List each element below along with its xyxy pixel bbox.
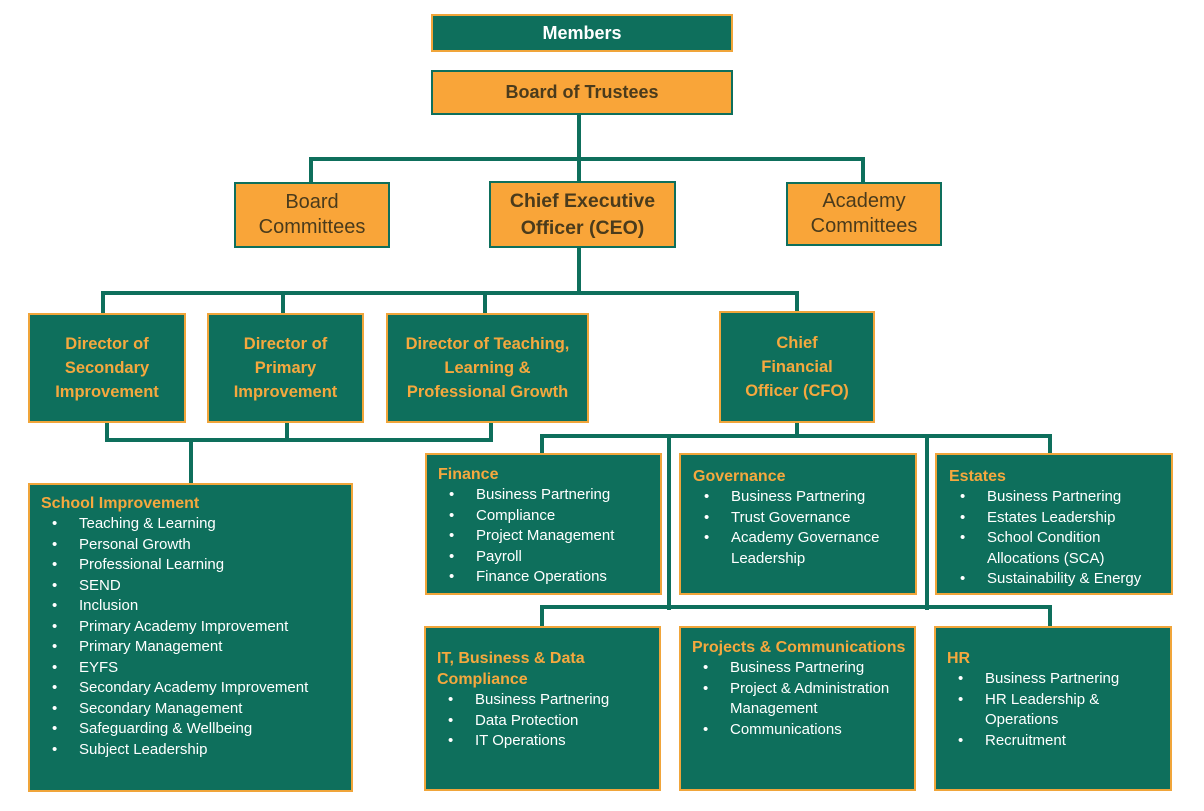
board-committees-box: Board Committees [234,182,390,248]
list-item: Business Partnering [449,485,660,506]
it-compliance-title: IT, Business & Data Compliance [437,650,585,688]
it-compliance-box: IT, Business & Data Compliance Business … [424,626,661,791]
finance-title: Finance [438,466,499,483]
ceo-box: Chief Executive Officer (CEO) [489,181,676,248]
hr-box: HR Business PartneringHR Leadership & Op… [934,626,1172,791]
hr-title: HR [947,650,971,667]
list-item: Inclusion [52,596,351,617]
estates-title: Estates [949,468,1006,485]
estates-box: Estates Business PartneringEstates Leade… [935,453,1173,595]
list-item: Business Partnering [960,487,1171,508]
list-item: School Condition Allocations (SCA) [960,528,1171,569]
list-item: Academy Governance Leadership [704,528,915,569]
projects-communications-title: Projects & Communications [692,639,906,656]
list-item: Estates Leadership [960,508,1171,529]
board-committees-label: Board Committees [258,191,366,238]
list-item: Secondary Academy Improvement [52,678,351,699]
list-item: Finance Operations [449,567,660,588]
list-item: Professional Learning [52,555,351,576]
list-item: Recruitment [958,731,1170,752]
finance-list: Business PartneringComplianceProject Man… [438,485,660,588]
list-item: IT Operations [448,731,659,752]
members-box: Members [431,14,733,52]
list-item: HR Leadership & Operations [958,690,1170,731]
cfo-label: Chief Financial Officer (CFO) [745,334,849,400]
director-secondary-box: Director of Secondary Improvement [28,313,186,423]
projects-communications-box: Projects & Communications Business Partn… [679,626,916,791]
director-teaching-box: Director of Teaching, Learning & Profess… [386,313,589,423]
list-item: EYFS [52,658,351,679]
list-item: Primary Management [52,637,351,658]
school-improvement-box: School Improvement Teaching & LearningPe… [28,483,353,792]
board-of-trustees-label: Board of Trustees [505,82,659,102]
list-item: Business Partnering [448,690,659,711]
academy-committees-label: Academy Committees [810,190,918,237]
list-item: Data Protection [448,711,659,732]
ceo-label: Chief Executive Officer (CEO) [509,189,656,239]
list-item: SEND [52,576,351,597]
director-primary-label: Director of Primary Improvement [233,335,338,401]
list-item: Primary Academy Improvement [52,617,351,638]
list-item: Subject Leadership [52,740,351,761]
list-item: Payroll [449,547,660,568]
list-item: Business Partnering [704,487,915,508]
board-of-trustees-box: Board of Trustees [431,70,733,115]
list-item: Business Partnering [703,658,914,679]
list-item: Secondary Management [52,699,351,720]
director-secondary-label: Director of Secondary Improvement [55,335,159,401]
list-item: Safeguarding & Wellbeing [52,719,351,740]
governance-list: Business PartneringTrust GovernanceAcade… [693,487,915,569]
projects-communications-list: Business PartneringProject & Administrat… [692,658,914,740]
director-teaching-label: Director of Teaching, Learning & Profess… [405,335,570,401]
governance-title: Governance [693,468,786,485]
list-item: Project Management [449,526,660,547]
hr-list: Business PartneringHR Leadership & Opera… [947,669,1170,751]
list-item: Personal Growth [52,535,351,556]
finance-box: Finance Business PartneringCompliancePro… [425,453,662,595]
estates-list: Business PartneringEstates LeadershipSch… [949,487,1171,590]
it-compliance-list: Business PartneringData ProtectionIT Ope… [437,690,659,752]
members-label: Members [542,22,622,43]
list-item: Project & Administration Management [703,679,914,720]
list-item: Compliance [449,506,660,527]
director-primary-box: Director of Primary Improvement [207,313,364,423]
governance-box: Governance Business PartneringTrust Gove… [679,453,917,595]
list-item: Teaching & Learning [52,514,351,535]
list-item: Communications [703,720,914,741]
cfo-box: Chief Financial Officer (CFO) [719,311,875,423]
list-item: Trust Governance [704,508,915,529]
school-improvement-list: Teaching & LearningPersonal GrowthProfes… [41,514,351,760]
academy-committees-box: Academy Committees [786,182,942,246]
list-item: Business Partnering [958,669,1170,690]
school-improvement-title: School Improvement [41,495,200,512]
list-item: Sustainability & Energy [960,569,1171,590]
